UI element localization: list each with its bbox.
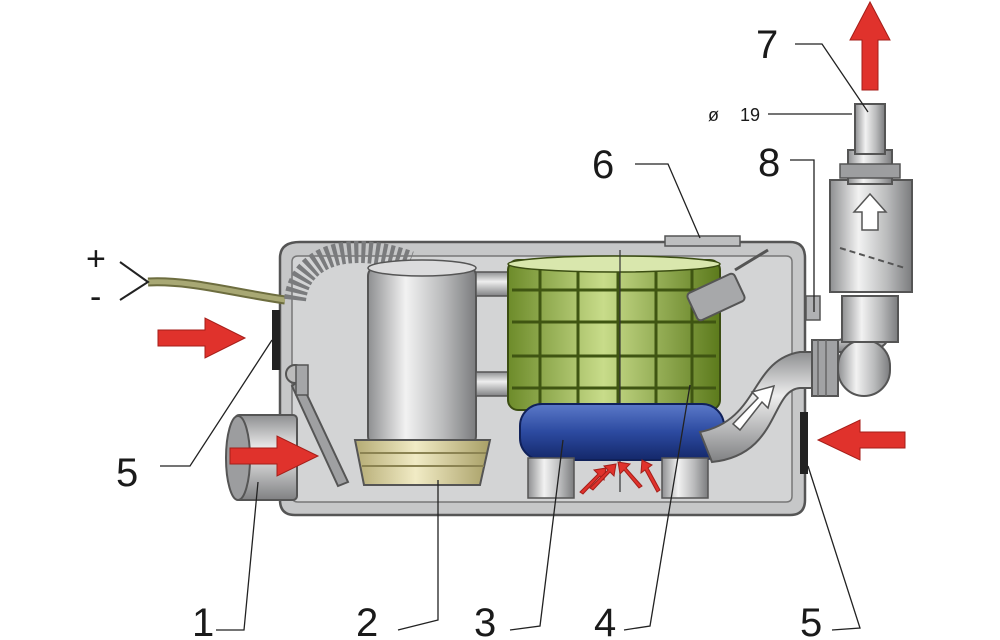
dimension-value: 19 — [740, 105, 760, 125]
inflow-arrows — [157, 0, 906, 495]
power-cable — [119, 261, 286, 305]
leader-lines — [160, 43, 869, 631]
corrugated-hose — [284, 241, 414, 302]
callout-5-right: 5 — [800, 601, 822, 640]
intake-arrow-4 — [640, 459, 661, 493]
dimension-symbol: ø — [708, 105, 719, 125]
valve-flow-arrow — [852, 192, 888, 231]
polarity-plus: + — [86, 240, 106, 278]
callout-6: 6 — [592, 143, 614, 187]
float-switch-arm — [285, 364, 350, 488]
callout-1: 1 — [192, 601, 214, 640]
polarity-minus: - — [90, 278, 101, 316]
impeller-housing — [519, 403, 725, 499]
check-valve — [805, 103, 913, 343]
motor — [353, 259, 492, 486]
callout-8: 8 — [758, 141, 780, 185]
callout-3: 3 — [474, 601, 496, 640]
left-seal — [272, 310, 280, 370]
lower-connector — [475, 371, 513, 397]
callout-5-left: 5 — [116, 451, 138, 495]
intake-arrow-2 — [589, 463, 617, 491]
intake-arrow-3 — [617, 461, 643, 489]
left-top-inflow-arrow — [157, 317, 247, 359]
upper-connector — [475, 271, 513, 297]
outlet-arrow — [849, 0, 891, 91]
level-float — [686, 248, 769, 322]
right-inflow-arrow — [816, 419, 906, 461]
callout-4: 4 — [594, 601, 616, 640]
left-bottom-inflow-arrow — [229, 435, 320, 477]
filter-basket — [507, 250, 721, 492]
right-seal — [800, 412, 808, 474]
callout-2: 2 — [356, 601, 378, 640]
elbow-flow-arrow — [731, 384, 776, 432]
callout-7: 7 — [756, 23, 778, 67]
